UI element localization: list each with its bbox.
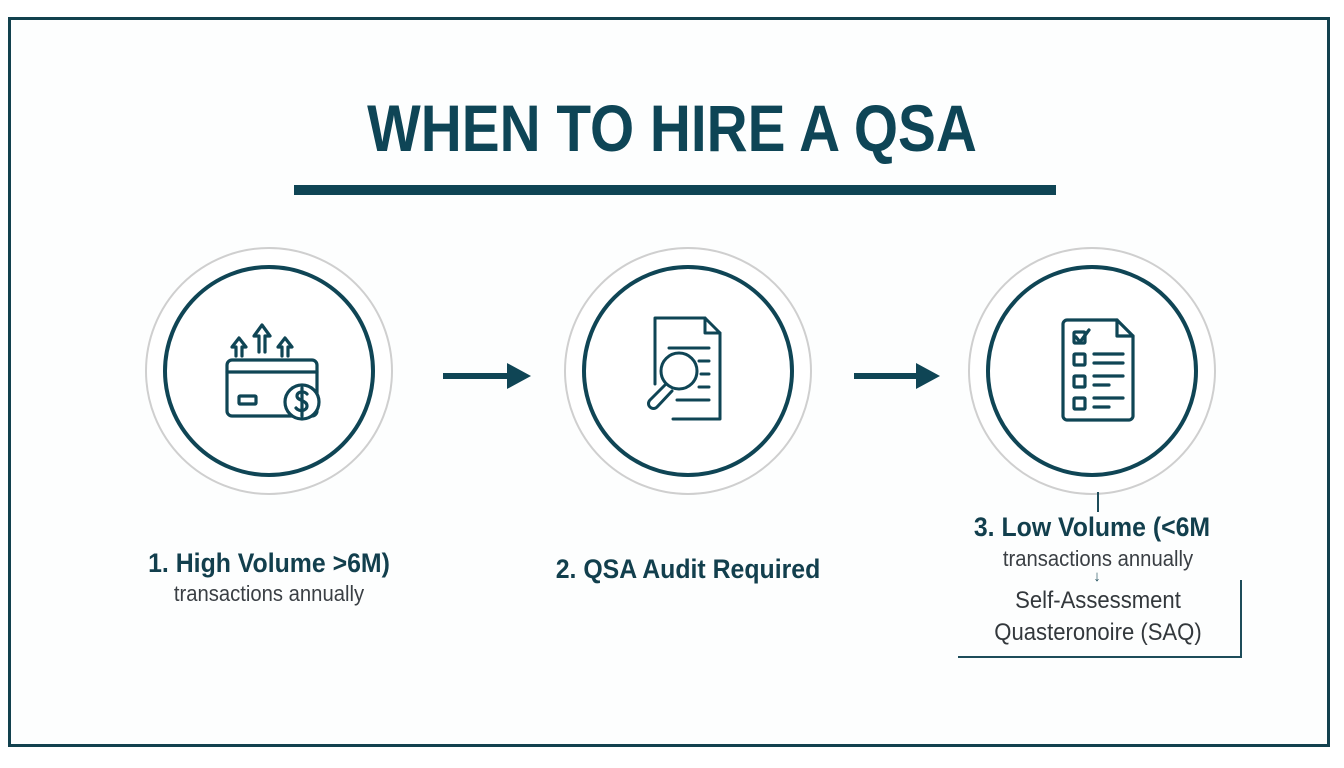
step-1-title: 1. High Volume >6M) xyxy=(148,548,390,578)
saq-line-1: Self-Assessment xyxy=(1015,587,1181,614)
step-3-subtitle: transactions annually xyxy=(1002,546,1194,571)
arrow-down-icon: ↓ xyxy=(1093,568,1101,585)
page-title: WHEN TO HIRE A QSA xyxy=(367,91,977,165)
checklist-document-icon xyxy=(1061,318,1135,422)
step-3-title: 3. Low Volume (<6M xyxy=(973,512,1211,542)
saq-line-2: Quasteronoire (SAQ) xyxy=(994,619,1202,646)
arrow-right-icon xyxy=(443,363,531,389)
saq-bracket-bottom xyxy=(958,656,1242,658)
step-3-connector xyxy=(1097,492,1099,512)
title-underline xyxy=(294,185,1056,195)
credit-card-growth-icon xyxy=(225,323,321,421)
saq-bracket-right xyxy=(1240,580,1242,658)
step-3-circle xyxy=(968,247,1216,495)
step-1-circle xyxy=(145,247,393,495)
document-search-icon xyxy=(647,316,722,421)
step-1-subtitle: transactions annually xyxy=(173,581,365,606)
arrow-right-icon xyxy=(854,363,940,389)
step-2-circle xyxy=(564,247,812,495)
step-2-title: 2. QSA Audit Required xyxy=(555,554,821,584)
